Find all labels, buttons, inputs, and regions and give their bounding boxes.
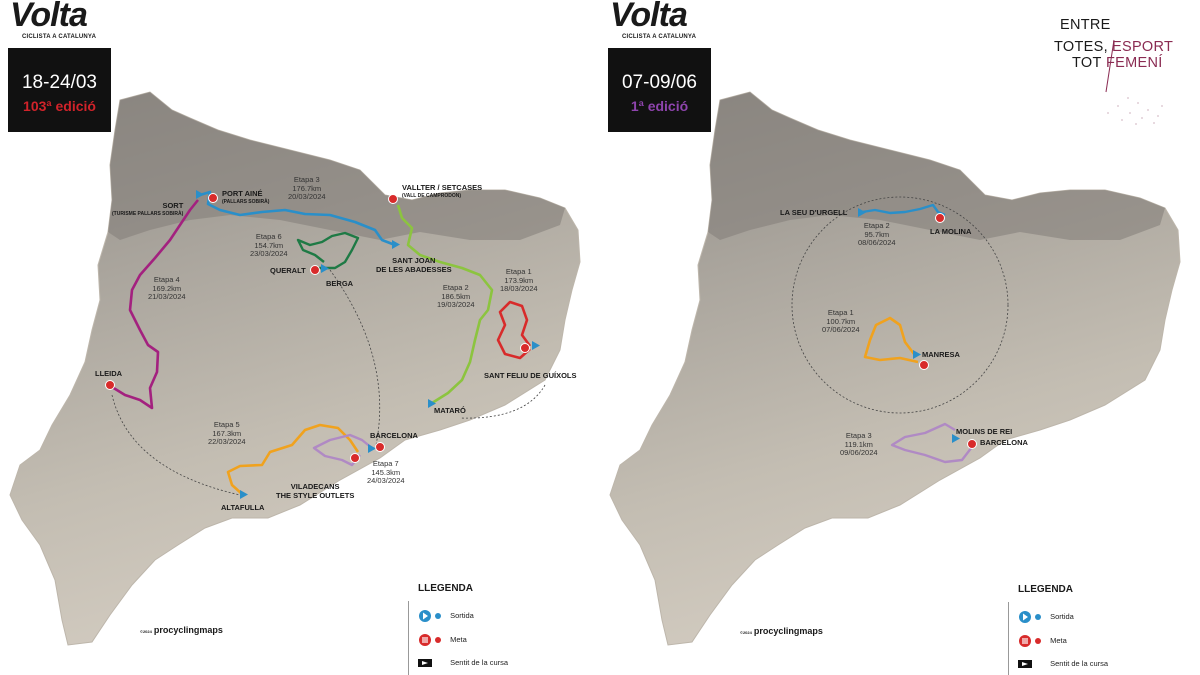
men-race-panel: Volta CICLISTA A CATALUNYA 18-24/03 103ª… <box>0 0 581 675</box>
route-stage-1-women <box>863 316 919 364</box>
transfer-circle <box>791 196 1009 414</box>
edition-label: 103ª edició <box>23 98 96 114</box>
logo-title-women: Volta <box>610 0 688 34</box>
route-stage-4 <box>111 199 200 410</box>
transfer-berga-barcelona <box>329 269 381 451</box>
legend-title: LLEGENDA <box>418 583 473 594</box>
pyrenees-shade-2 <box>708 92 1165 240</box>
route-stage-2 <box>396 204 494 405</box>
slogan-line-1: ENTRE <box>1060 17 1111 33</box>
pyrenees-shade <box>108 92 565 240</box>
place-berga: BERGA <box>326 279 354 288</box>
start-icon-women <box>1019 611 1041 623</box>
logo-subtitle-women: CICLISTA A CATALUNYA <box>622 34 697 40</box>
legend-women: LLEGENDA Sortida Meta Sentit de la cursa <box>1008 584 1168 675</box>
place-sant-feliu: SANT FELIU DE GUÍXOLS <box>484 371 577 380</box>
volta-logo-women: Volta CICLISTA A CATALUNYA <box>600 0 702 48</box>
finish-markers <box>105 193 530 463</box>
place-lleida: LLEIDA <box>95 369 123 378</box>
route-stage-1 <box>496 300 532 360</box>
route-overlay <box>105 190 546 499</box>
finish-icon-women <box>1019 635 1041 647</box>
place-queralt: QUERALT <box>270 266 306 275</box>
place-sort: SORT(TURISME PALLARS SOBIRÀ) <box>112 201 184 217</box>
transfer-feliu-mataro <box>459 384 546 419</box>
legend: LLEGENDA Sortida Meta Sentit de la cursa <box>408 583 568 675</box>
women-race-panel: Volta CICLISTA A CATALUNYA 07-09/06 1ª e… <box>600 0 1200 675</box>
legend-direction: Sentit de la cursa <box>418 658 508 668</box>
place-barcelona-women: BARCELONA <box>980 438 1028 447</box>
route-stage-3 <box>199 190 396 247</box>
place-mataro: MATARÓ <box>434 406 466 415</box>
start-icon <box>419 610 441 622</box>
route-stage-3-women <box>890 422 973 464</box>
legend-start-women: Sortida <box>1018 610 1074 624</box>
legend-finish-women: Meta <box>1018 634 1067 648</box>
route-stage-6 <box>296 231 360 270</box>
place-barcelona: BARCELONA <box>370 431 418 440</box>
slogan-line-4: TOT <box>1072 55 1102 71</box>
legend-direction-women: Sentit de la cursa <box>1018 659 1108 669</box>
finish-markers-women <box>919 213 977 449</box>
legend-divider <box>408 601 409 675</box>
route-stage-5 <box>226 423 360 495</box>
legend-title-women: LLEGENDA <box>1018 584 1073 595</box>
race-dates-women: 07-09/06 <box>621 72 697 93</box>
race-dates: 18-24/03 <box>21 72 97 93</box>
place-la-molina: LA MOLINA <box>930 227 972 236</box>
place-molins: MOLINS DE REI <box>956 427 1013 436</box>
slogan-line-3: ESPORT <box>1112 39 1174 55</box>
slogan-entre-totes: ENTRE TOTES, ESPORT TOT FEMENÍ <box>1054 17 1174 128</box>
legend-start: Sortida <box>418 609 474 623</box>
route-stage-7 <box>312 433 373 467</box>
logo-subtitle: CICLISTA A CATALUNYA <box>22 34 97 40</box>
date-box: 18-24/03 103ª edició <box>8 48 111 132</box>
catalonia-relief-map <box>9 91 581 646</box>
edition-label-women: 1ª edició <box>630 98 689 114</box>
transfer-lleida-altafulla <box>111 394 241 496</box>
place-port-aine: PORT AINÉ(PALLARS SOBIRÀ) <box>222 189 270 205</box>
place-vallter: VALLTER / SETCASES(VALL DE CAMPRODON) <box>402 183 483 199</box>
legend-divider-women <box>1008 602 1009 675</box>
place-altafulla: ALTAFULLA <box>221 503 265 512</box>
slogan-line-5: FEMENÍ <box>1106 55 1163 71</box>
logo-title: Volta <box>10 0 88 34</box>
legend-finish: Meta <box>418 633 467 647</box>
place-la-seu: LA SEU D'URGELL <box>780 208 848 217</box>
volta-logo: Volta CICLISTA A CATALUNYA <box>0 0 102 48</box>
start-markers-women <box>858 208 960 443</box>
place-manresa: MANRESA <box>922 350 960 359</box>
finish-icon <box>419 634 441 646</box>
direction-icon <box>418 659 432 668</box>
start-markers <box>196 190 540 499</box>
slogan-line-2: TOTES, <box>1054 39 1108 55</box>
direction-icon-women <box>1018 660 1032 669</box>
date-box-women: 07-09/06 1ª edició <box>608 48 711 132</box>
slogan-dots-pattern <box>1105 39 1163 125</box>
catalonia-relief-map-2 <box>609 91 1181 646</box>
route-stage-2-women <box>861 203 946 217</box>
